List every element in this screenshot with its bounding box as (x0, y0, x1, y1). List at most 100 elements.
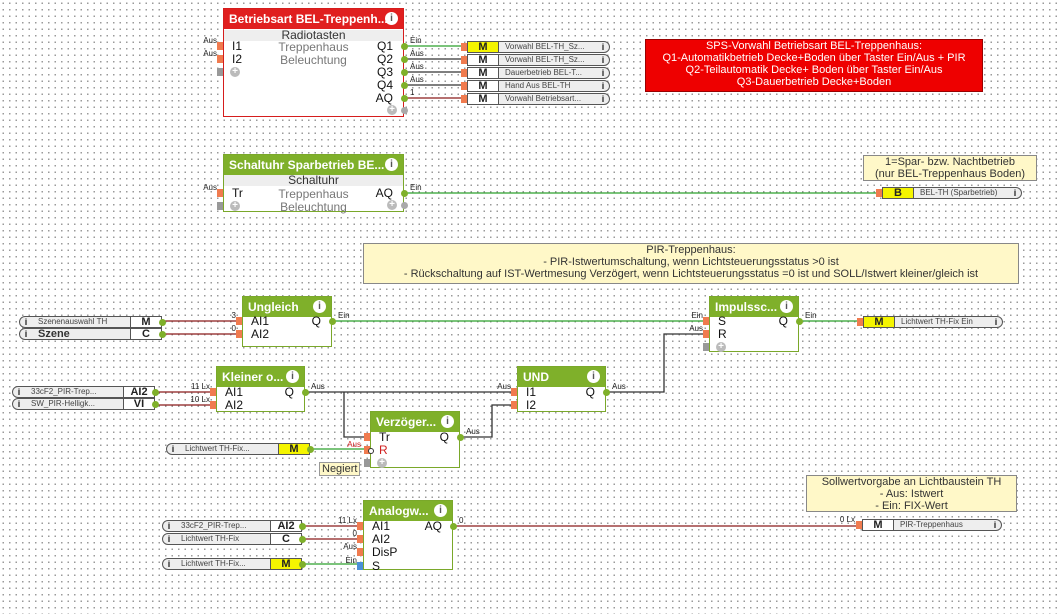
input-connector[interactable] (357, 522, 363, 530)
output-connector[interactable] (302, 389, 309, 396)
info-icon[interactable]: i (286, 370, 299, 383)
output-connector[interactable] (152, 389, 159, 396)
add-input-connector[interactable] (703, 343, 709, 351)
output-connector[interactable] (401, 82, 408, 89)
info-icon[interactable]: i (167, 534, 171, 544)
input-connector[interactable] (217, 55, 223, 64)
input-connector[interactable] (357, 561, 363, 570)
info-icon[interactable]: i (441, 415, 454, 428)
input-connector[interactable] (703, 330, 709, 339)
output-connector[interactable] (450, 523, 457, 530)
output-connector[interactable] (152, 401, 159, 408)
input-connector[interactable] (461, 82, 467, 90)
output-connector[interactable] (307, 446, 314, 453)
output-connector[interactable] (299, 523, 306, 530)
info-icon[interactable]: i (24, 329, 28, 339)
add-input-icon[interactable]: + (377, 458, 387, 468)
info-icon[interactable]: i (601, 68, 605, 78)
input-connector[interactable] (511, 388, 517, 396)
add-input-icon[interactable]: + (230, 67, 240, 77)
info-icon[interactable]: i (385, 158, 398, 171)
input-connector[interactable] (236, 330, 242, 339)
info-icon[interactable]: i (385, 12, 398, 25)
output-connector[interactable] (159, 331, 166, 338)
output-connector[interactable] (401, 95, 408, 102)
add-output-icon[interactable]: + (387, 105, 397, 115)
input-connector[interactable] (461, 95, 467, 103)
info-icon[interactable]: i (24, 317, 28, 327)
input-connector[interactable] (461, 69, 467, 77)
info-icon[interactable]: i (17, 387, 21, 397)
input-connector[interactable] (364, 446, 370, 455)
add-input-connector[interactable] (217, 202, 223, 210)
comment-note[interactable]: SPS-Vorwahl Betriebsart BEL-Treppenhaus:… (645, 39, 983, 92)
comment-note[interactable]: Sollwertvorgabe an Lichtbaustein TH- Aus… (806, 475, 1017, 512)
output-connector[interactable] (329, 318, 336, 325)
info-icon[interactable]: i (17, 399, 21, 409)
input-connector[interactable] (236, 317, 242, 325)
output-connector[interactable] (401, 69, 408, 76)
input-connector[interactable] (357, 535, 363, 544)
output-connector[interactable] (159, 319, 166, 326)
input-connector[interactable] (461, 43, 467, 51)
info-icon[interactable]: i (993, 520, 997, 530)
info-icon[interactable]: i (434, 504, 447, 517)
input-connector[interactable] (357, 548, 363, 557)
input-connector[interactable] (703, 317, 709, 325)
info-icon[interactable]: i (601, 55, 605, 65)
comment-note[interactable]: PIR-Treppenhaus:- PIR-Istwertumschaltung… (363, 243, 1019, 284)
info-icon[interactable]: i (167, 559, 171, 569)
add-input-icon[interactable]: + (716, 342, 726, 352)
input-connector[interactable] (364, 433, 370, 441)
input-connector[interactable] (876, 189, 882, 197)
input-connector[interactable] (511, 401, 517, 410)
input-connector[interactable] (461, 56, 467, 64)
input-connector[interactable] (210, 388, 216, 396)
info-icon[interactable]: i (601, 81, 605, 91)
info-icon[interactable]: i (780, 300, 793, 313)
comment-note[interactable]: 1=Spar- bzw. Nachtbetrieb(nur BEL-Treppe… (863, 155, 1037, 181)
add-input-icon[interactable]: + (230, 201, 240, 211)
input-connector[interactable] (856, 521, 862, 529)
info-icon[interactable]: i (313, 300, 326, 313)
output-connector[interactable] (603, 389, 610, 396)
info-icon[interactable]: i (994, 317, 998, 327)
output-connector[interactable] (401, 190, 408, 197)
add-output-connector[interactable] (401, 202, 408, 209)
info-icon[interactable]: i (1013, 188, 1017, 198)
input-connector[interactable] (857, 318, 863, 326)
output-connector[interactable] (796, 318, 803, 325)
input-connector[interactable] (217, 189, 223, 197)
output-connector[interactable] (299, 561, 306, 568)
add-input-connector[interactable] (364, 459, 370, 467)
add-output-icon[interactable]: + (387, 200, 397, 210)
output-connector[interactable] (401, 43, 408, 50)
info-icon[interactable]: i (601, 42, 605, 52)
info-icon[interactable]: i (601, 94, 605, 104)
info-icon[interactable]: i (587, 370, 600, 383)
info-icon[interactable]: i (171, 444, 175, 454)
input-connector[interactable] (210, 401, 216, 410)
